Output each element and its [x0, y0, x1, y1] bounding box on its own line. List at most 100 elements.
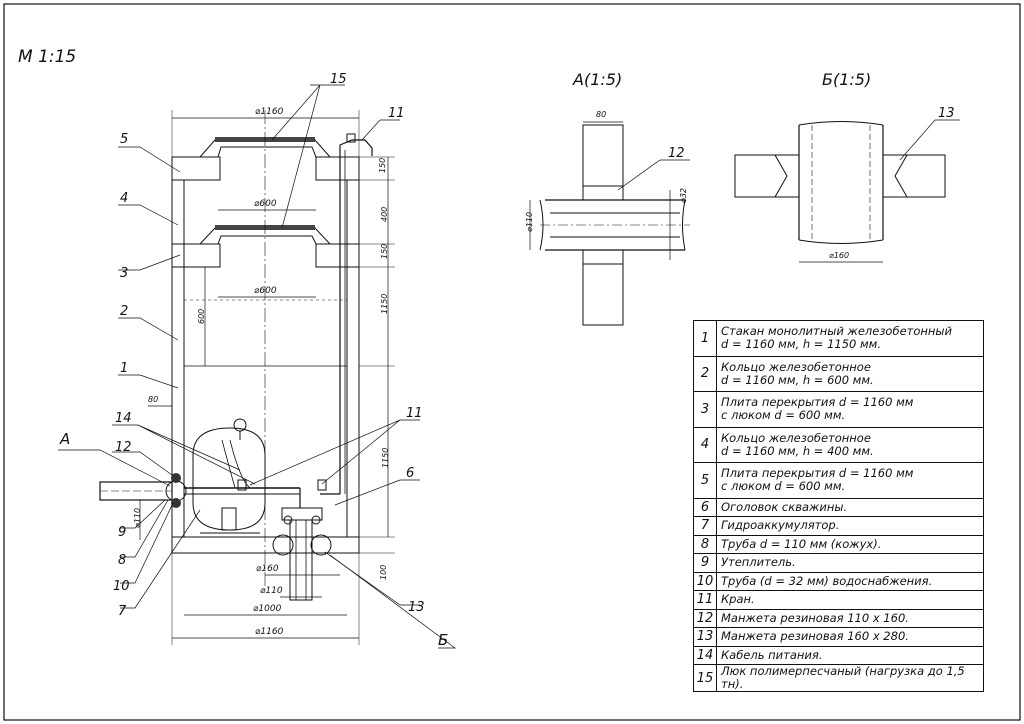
well-casing: [289, 519, 313, 601]
callout-1: 1: [120, 361, 128, 376]
dim-d110: ⌀110: [260, 586, 283, 596]
legend-number: 13: [693, 627, 717, 647]
legend-number: 2: [693, 355, 717, 392]
dim-h400: 400: [380, 207, 389, 222]
callout-10: 10: [113, 579, 130, 594]
callout-9: 9: [118, 525, 126, 540]
legend-number: 8: [693, 534, 717, 554]
callout-7: 7: [118, 604, 127, 619]
mid-slab-right: [315, 243, 360, 268]
callout-13: 13: [408, 600, 425, 615]
legend-number: 5: [693, 462, 717, 499]
detail-a-dim-wall: 80: [596, 110, 606, 119]
legend-number: 1: [693, 320, 717, 357]
dim-h150-a: 150: [378, 158, 387, 173]
callout-11-top: 11: [388, 106, 405, 121]
dim-pipe110: ⌀110: [133, 508, 142, 528]
detail-a-dim-inner: ⌀32: [679, 188, 688, 203]
dim-h1150-lower: 1150: [381, 448, 390, 468]
dim-d600-top: ⌀600: [254, 199, 277, 209]
callout-11-mid: 11: [406, 406, 423, 421]
accumulator: [192, 427, 266, 531]
legend-description: Плита перекрытия d = 1160 мм с люком d =…: [716, 462, 984, 499]
callout-6: 6: [406, 466, 414, 481]
legend-description: Утеплитель.: [716, 553, 984, 573]
legend-number: 4: [693, 426, 717, 463]
detail-a-dim-pipe: ⌀110: [525, 212, 534, 232]
legend-description: Гидроаккумулятор.: [716, 516, 984, 536]
detail-b-title: Б(1:5): [822, 70, 871, 89]
legend-number: 3: [693, 391, 717, 428]
cuff-left: [272, 534, 294, 556]
legend-description: Стакан монолитный железобетонный d = 116…: [716, 320, 984, 357]
callout-3: 3: [120, 266, 128, 281]
legend-number: 7: [693, 516, 717, 536]
legend-description: Кольцо железобетонное d = 1160 мм, h = 4…: [716, 426, 984, 463]
callout-15: 15: [330, 72, 347, 87]
right-wall: [346, 179, 360, 538]
callout-12: 12: [115, 440, 132, 455]
pressure-gauge: [233, 418, 247, 432]
dim-h150-b: 150: [380, 244, 389, 259]
callout-5: 5: [120, 132, 128, 147]
bottom-slab: [171, 536, 360, 554]
detail-a-title: A(1:5): [572, 70, 622, 89]
legend-description: Оголовок скважины.: [716, 497, 984, 517]
dim-d160: ⌀160: [256, 564, 279, 574]
top-slab-left: [171, 156, 221, 181]
legend-description: Манжета резиновая 110 х 160.: [716, 608, 984, 628]
top-slab-right: [315, 156, 360, 181]
cuff-right: [310, 534, 332, 556]
legend-description: Кольцо железобетонное d = 1160 мм, h = 6…: [716, 355, 984, 392]
legend-number: 15: [693, 664, 717, 692]
dim-h600: 600: [197, 309, 206, 324]
legend-description: Люк полимерпесчаный (нагрузка до 1,5 тн)…: [716, 664, 984, 692]
detail-a: [529, 121, 690, 326]
callout-4: 4: [120, 191, 128, 206]
detail-a-callout: 12: [668, 146, 685, 161]
dim-d1000: ⌀1000: [253, 604, 282, 614]
legend-number: 12: [693, 608, 717, 628]
callout-14: 14: [115, 411, 132, 426]
sheet-frame: [3, 3, 1021, 721]
legend-description: Плита перекрытия d = 1160 мм с люком d =…: [716, 391, 984, 428]
detail-b-dim-pipe: ⌀160: [829, 251, 849, 260]
callout-2: 2: [120, 304, 128, 319]
well-head: [281, 507, 323, 521]
dim-h100: 100: [379, 565, 388, 580]
legend-description: Манжета резиновая 160 х 280.: [716, 627, 984, 647]
callout-a: A: [59, 430, 70, 448]
dim-h1150: 1150: [380, 294, 389, 314]
dim-d600-mid: ⌀600: [254, 286, 277, 296]
legend-description: Кран.: [716, 590, 984, 610]
detail-b: [734, 119, 960, 263]
main-scale-label: M 1:15: [18, 47, 76, 67]
callout-8: 8: [118, 553, 126, 568]
legend-number: 6: [693, 497, 717, 517]
legend-description: Труба d = 110 мм (кожух).: [716, 534, 984, 554]
callout-b: Б: [438, 631, 448, 649]
legend-number: 14: [693, 645, 717, 665]
legend-number: 10: [693, 571, 717, 591]
legend-description: Труба (d = 32 мм) водоснабжения.: [716, 571, 984, 591]
legend-number: 11: [693, 590, 717, 610]
